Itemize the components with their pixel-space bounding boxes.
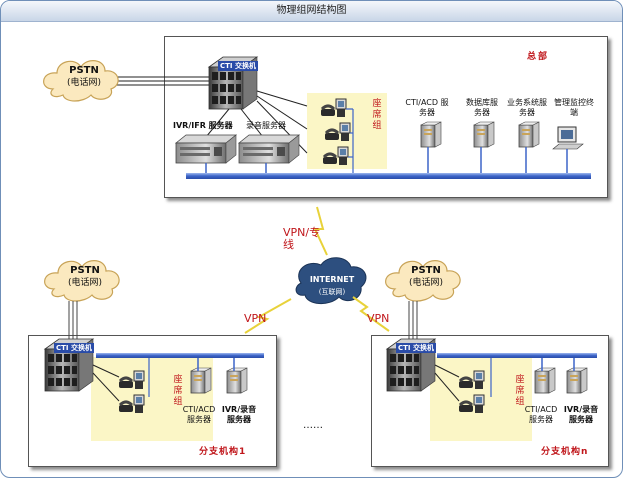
hq-biz-label: 业务系统服务器 — [507, 98, 547, 117]
branchn-pstn-text: PSTN — [411, 265, 441, 276]
branch1-ivr-server-graphic — [226, 367, 248, 394]
branch1-agent-group-label: 座席组 — [173, 375, 183, 407]
branch1-ctiacd-server-graphic — [190, 367, 212, 394]
branchn-ctiacd-label: CTI/ACD 服务器 — [524, 405, 558, 424]
branchn-ivr-label: IVR/录音服务器 — [563, 405, 599, 424]
internet-text: INTERNET — [309, 275, 355, 284]
vpn-branchn-label: VPN — [367, 312, 390, 325]
hq-pstn-label: PSTN (电话网) — [51, 65, 117, 89]
branchn-ctiacd-server-graphic — [534, 367, 556, 394]
internet-sub: (互联网) — [318, 288, 346, 296]
hq-db-server-graphic — [473, 121, 495, 148]
hq-cti-switch-label: CTI 交换机 — [218, 61, 258, 71]
hq-lan-bus — [186, 173, 591, 179]
branch1-cti-switch-label: CTI 交换机 — [54, 343, 94, 353]
branchn-lan-bus — [437, 353, 597, 358]
branch1-ctiacd-label: CTI/ACD 服务器 — [182, 405, 216, 424]
branch1-pstn-sub: (电话网) — [67, 278, 103, 288]
hq-monitor-graphic — [552, 126, 584, 150]
branchn-pstn-sub: (电话网) — [408, 278, 444, 288]
branchn-ivr-server-graphic — [566, 367, 588, 394]
branchn-cti-switch-label: CTI 交换机 — [396, 343, 436, 353]
hq-record-server-label: 录音服务器 — [246, 121, 286, 130]
hq-pstn-text: PSTN — [69, 65, 99, 76]
hq-monitor-label: 管理监控终端 — [554, 98, 594, 117]
hq-pstn-sub: (电话网) — [66, 78, 102, 88]
hq-agent-group-label: 座席组 — [372, 99, 382, 131]
branchn-label: 分支机构n — [541, 447, 589, 457]
branch1-pstn-label: PSTN (电话网) — [52, 265, 118, 289]
hq-ctiacd-server-graphic — [420, 121, 442, 148]
hq-label: 总部 — [527, 52, 550, 62]
branchn-agent-phones-graphic — [457, 369, 486, 415]
internet-cloud-graphic — [295, 257, 367, 304]
branchn-pstn-label: PSTN (电话网) — [393, 265, 459, 289]
hq-db-label: 数据库服务器 — [466, 98, 498, 117]
hq-ivr-server-graphic — [175, 134, 237, 164]
vpn-dedicated-label: VPN/专线 — [283, 226, 321, 251]
vpn-branchn-link — [352, 296, 390, 332]
vpn-branch1-label: VPN — [244, 312, 267, 325]
hq-ctiacd-label: CTI/ACD 服务器 — [405, 98, 449, 117]
vpn-branch1-link — [244, 298, 292, 334]
branch1-agent-phones-graphic — [117, 369, 146, 415]
hq-record-server-graphic — [238, 134, 300, 164]
hq-ivr-server-label: IVR/IFR 服务器 — [173, 121, 233, 130]
ellipsis: …… — [303, 420, 323, 431]
hq-biz-server-graphic — [518, 121, 540, 148]
internet-label: INTERNET (互联网) — [297, 274, 367, 298]
branchn-agent-group-label: 座席组 — [515, 375, 525, 407]
branch1-ivr-label: IVR/录音服务器 — [221, 405, 257, 424]
hq-agent-phones-graphic — [319, 97, 352, 167]
branch1-lan-bus — [96, 353, 264, 358]
branch1-label: 分支机构1 — [199, 447, 247, 457]
branch1-pstn-text: PSTN — [70, 265, 100, 276]
vpn-hq-link — [313, 206, 328, 256]
diagram-title: 物理组网结构图 — [1, 1, 622, 22]
